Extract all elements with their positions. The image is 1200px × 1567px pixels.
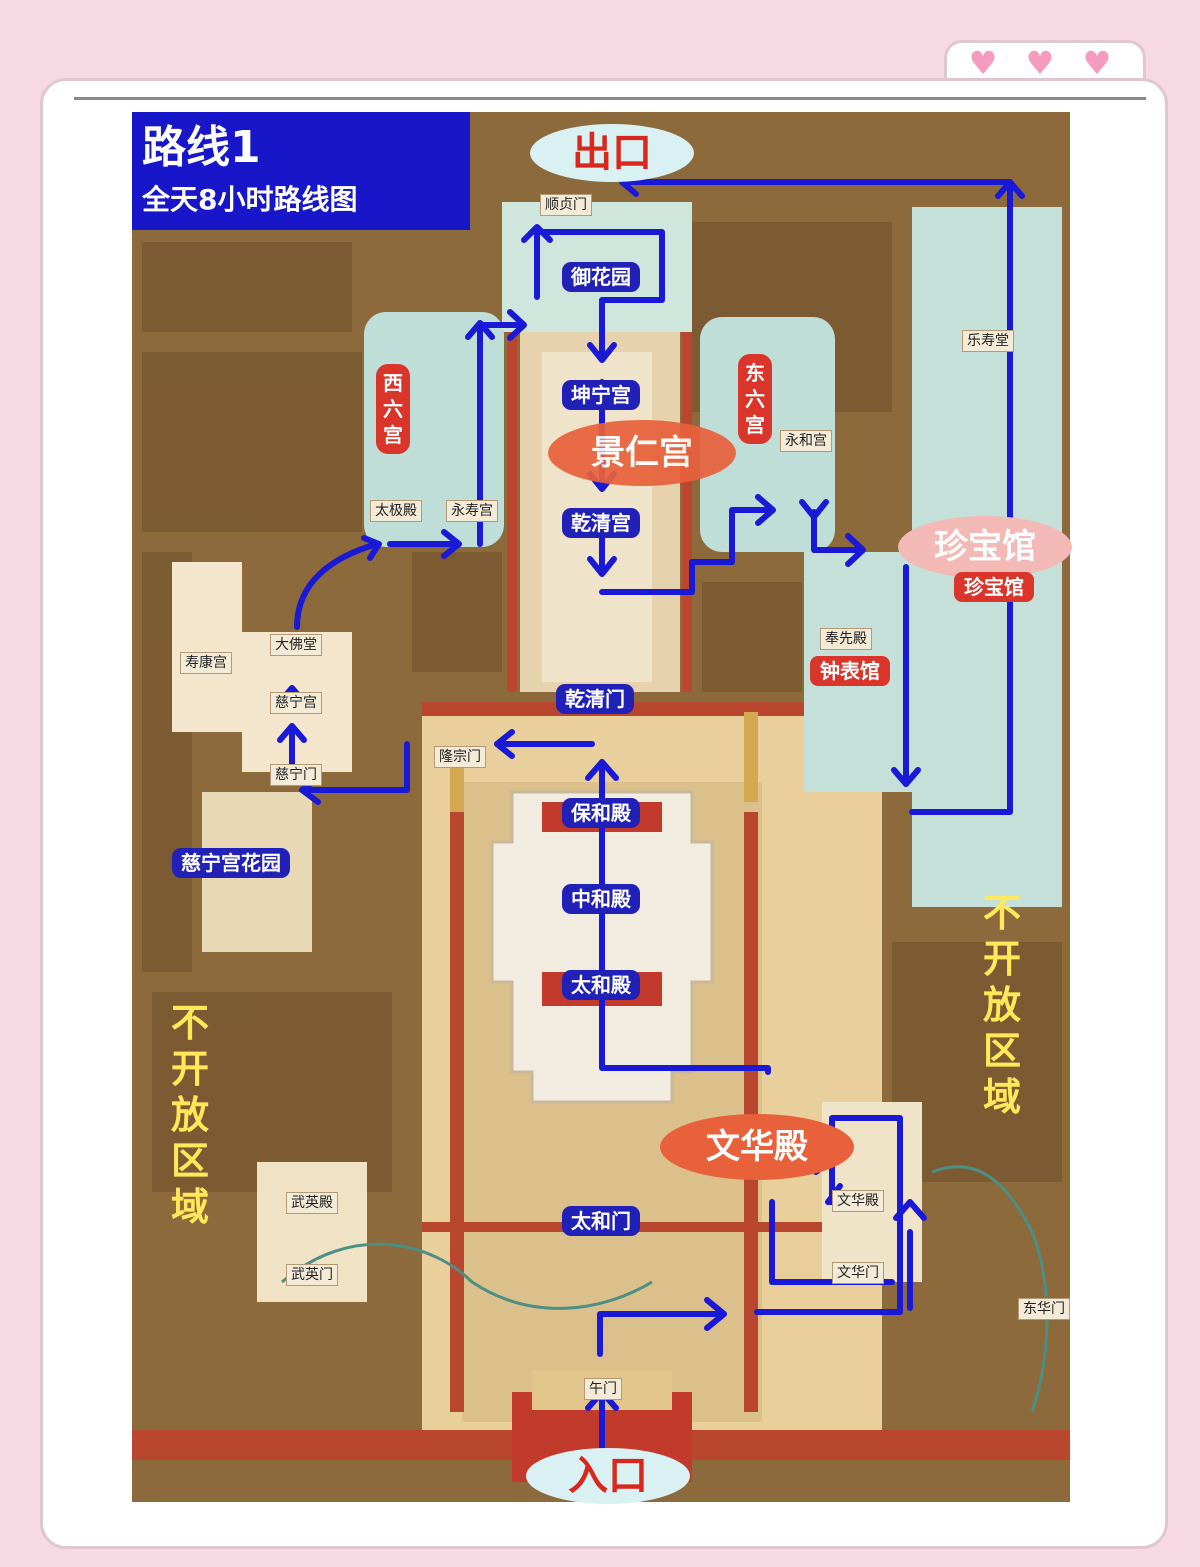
label-yongshou: 永寿宫 [446,500,498,522]
label-zhonghe: 中和殿 [562,884,640,914]
label-cininggong: 慈宁宫 [270,692,322,714]
label-qianqing-palace: 乾清宫 [562,508,640,538]
route-subtitle: 全天8小时路线图 [142,183,358,216]
label-kunning: 坤宁宫 [562,380,640,410]
label-treasure-hall: 珍宝馆 [954,572,1034,602]
heart-icon: ♥ [1082,44,1112,82]
highlight-jingren: 景仁宫 [548,420,736,486]
label-ciningmen: 慈宁门 [270,764,322,786]
label-cining-garden: 慈宁宫花园 [172,848,290,878]
label-taihe-hall: 太和殿 [562,970,640,1000]
closed-area-west: 不开放区域 [170,1001,209,1229]
closed-area-east: 不开放区域 [982,891,1021,1119]
label-leshou: 乐寿堂 [962,330,1014,352]
label-wuyingmen: 武英门 [286,1264,338,1286]
label-yonghe: 永和宫 [780,430,832,452]
label-qianqing-gate: 乾清门 [556,684,634,714]
label-taihe-gate: 太和门 [562,1206,640,1236]
zone-east-six: 东六宫 [738,354,772,444]
heart-icon: ♥ [1025,44,1055,82]
route-title: 路线1 [142,122,261,173]
label-wuying: 武英殿 [286,1192,338,1214]
label-wumen: 午门 [584,1378,622,1400]
zone-west-six: 西六宫 [376,364,410,454]
label-donghuamen: 东华门 [1018,1298,1070,1320]
heart-icon: ♥ [968,44,998,82]
label-yuhuayuan: 御花园 [562,262,640,292]
label-longzong: 隆宗门 [434,746,486,768]
label-wenhuadian: 文华殿 [832,1190,884,1212]
label-baohe: 保和殿 [562,798,640,828]
label-shunzhen: 顺贞门 [540,194,592,216]
label-taiji: 太极殿 [370,500,422,522]
exit-marker: 出口 [530,124,694,182]
highlight-wenhua: 文华殿 [660,1114,854,1180]
entrance-marker: 入口 [526,1448,690,1504]
label-fengxian: 奉先殿 [820,628,872,650]
label-wenhuamen: 文华门 [832,1262,884,1284]
route-title-box: 路线1 全天8小时路线图 [132,112,470,230]
label-dafotang: 大佛堂 [270,634,322,656]
highlight-treasure: 珍宝馆 [898,516,1072,578]
label-clock-hall: 钟表馆 [810,656,890,686]
divider [74,97,1146,100]
label-shoukang: 寿康宫 [180,652,232,674]
